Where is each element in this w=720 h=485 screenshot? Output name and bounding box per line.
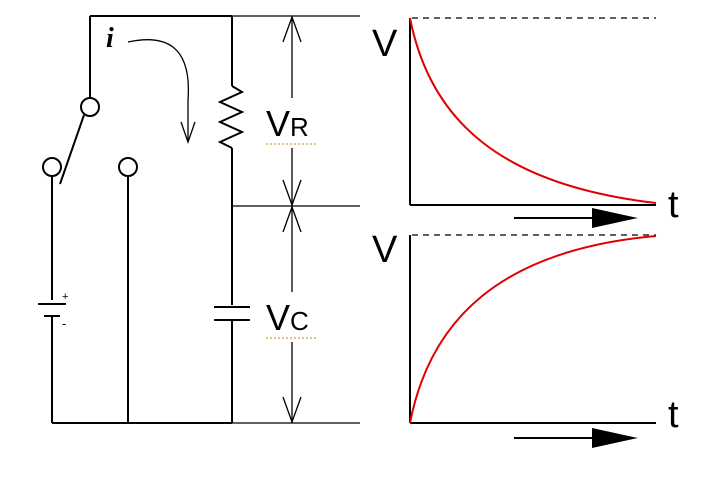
graph-decay-y-label: V [372, 23, 398, 65]
graph-decay-curve [409, 17, 657, 204]
circuit: + - i [38, 15, 250, 424]
graph-growth-x-label: t [668, 394, 679, 436]
graph-decay-x-label: t [668, 184, 679, 226]
vc-arrowhead-down-icon [282, 396, 302, 424]
vc-label-sub: C [290, 306, 309, 336]
switch-common-contact [80, 97, 100, 117]
switch-contact-bypass [118, 157, 138, 177]
switch-contact-battery [42, 157, 62, 177]
resistor-symbol [217, 85, 245, 149]
voltage-dimensions: V R V C [232, 15, 360, 424]
vr-arrowhead-down-icon [282, 179, 302, 207]
vr-label-bg [262, 98, 328, 148]
current-arrowhead-icon [180, 121, 196, 144]
graph-growth: V t [372, 229, 679, 448]
switch-blade [59, 114, 85, 185]
vr-arrowhead-up-icon [282, 15, 302, 43]
graph-growth-time-arrow-icon [592, 428, 638, 448]
battery-minus-sign: - [62, 316, 66, 331]
vc-arrowhead-up-icon [282, 205, 302, 233]
battery-plus-sign: + [62, 291, 68, 303]
graph-decay: V t [372, 17, 679, 228]
graph-growth-curve [409, 235, 657, 424]
vr-label-main: V [266, 103, 290, 144]
vc-label-main: V [266, 297, 290, 338]
vc-label-bg [262, 292, 328, 342]
current-label: i [106, 23, 114, 54]
vr-label-sub: R [290, 112, 309, 142]
current-arrow-icon [127, 39, 190, 140]
graph-decay-time-arrow-icon [592, 208, 638, 228]
graph-growth-y-label: V [372, 229, 398, 271]
